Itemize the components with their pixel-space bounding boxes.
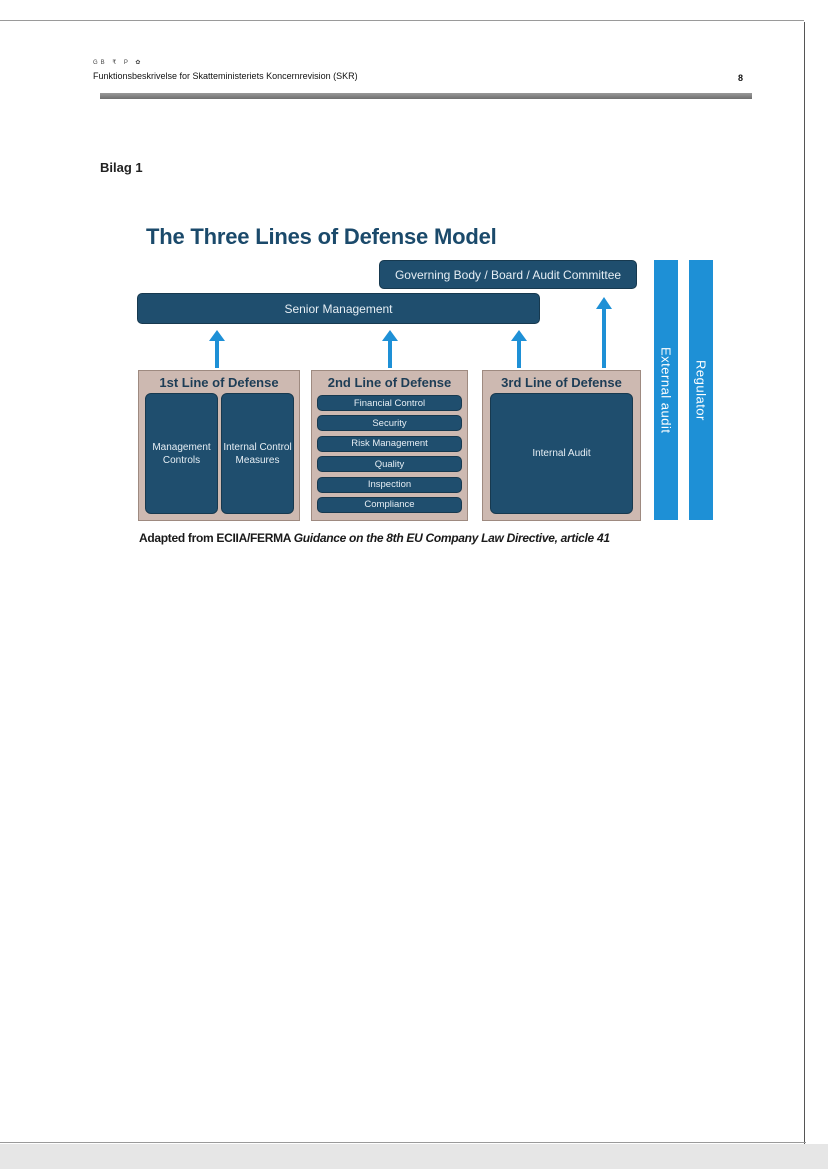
diagram-title: The Three Lines of Defense Model xyxy=(146,224,497,249)
document-title: Funktionsbeskrivelse for Skatteministeri… xyxy=(93,71,358,81)
figure-caption: Adapted from ECIIA/FERMA Guidance on the… xyxy=(139,531,610,545)
senior-management-bar: Senior Management xyxy=(137,293,540,324)
internal-audit-box: Internal Audit xyxy=(490,393,633,514)
header-rule xyxy=(100,93,752,99)
function-pill: Compliance xyxy=(317,496,462,513)
arrow-up-icon xyxy=(209,330,225,368)
second-line-title: 2nd Line of Defense xyxy=(327,375,452,390)
function-pill: Inspection xyxy=(317,476,462,493)
regulator-bar: Regulator xyxy=(689,260,713,520)
page-bottom-edge xyxy=(0,1142,806,1143)
external-audit-label: External audit xyxy=(658,346,674,434)
function-pill: Risk Management xyxy=(317,435,462,452)
management-controls-box: Management Controls xyxy=(145,393,218,514)
arrow-up-icon xyxy=(382,330,398,368)
scan-bottom-shade xyxy=(0,1144,828,1169)
internal-audit-label: Internal Audit xyxy=(532,448,591,459)
second-line-functions: Financial Control Security Risk Manageme… xyxy=(317,395,462,517)
page-number: 8 xyxy=(738,73,744,83)
third-line-title: 3rd Line of Defense xyxy=(501,375,622,390)
caption-prefix: Adapted from ECIIA/FERMA xyxy=(139,531,294,545)
first-line-title: 1st Line of Defense xyxy=(159,375,279,390)
management-controls-label: Management Controls xyxy=(152,441,211,466)
page-right-edge xyxy=(804,22,805,1144)
arrow-up-icon xyxy=(596,297,612,368)
external-audit-bar: External audit xyxy=(654,260,678,520)
function-pill: Financial Control xyxy=(317,395,462,411)
governing-body-label: Governing Body / Board / Audit Committee xyxy=(394,267,622,282)
internal-control-box: Internal Control Measures xyxy=(221,393,294,514)
third-line-panel: 3rd Line of Defense Internal Audit xyxy=(482,370,641,521)
second-line-panel: 2nd Line of Defense Financial Control Se… xyxy=(311,370,468,521)
regulator-label: Regulator xyxy=(693,359,709,421)
senior-management-label: Senior Management xyxy=(284,301,393,316)
arrow-up-icon xyxy=(511,330,527,368)
caption-italic: Guidance on the 8th EU Company Law Direc… xyxy=(293,531,610,545)
header-marks: GB ₹ P ✿ xyxy=(93,60,144,66)
function-pill: Security xyxy=(317,415,462,432)
page-top-edge xyxy=(0,20,804,21)
internal-control-label: Internal Control Measures xyxy=(223,441,292,466)
first-line-panel: 1st Line of Defense Management Controls … xyxy=(138,370,300,521)
function-pill: Quality xyxy=(317,456,462,473)
governing-body-bar: Governing Body / Board / Audit Committee xyxy=(379,260,637,289)
appendix-label: Bilag 1 xyxy=(100,160,143,175)
